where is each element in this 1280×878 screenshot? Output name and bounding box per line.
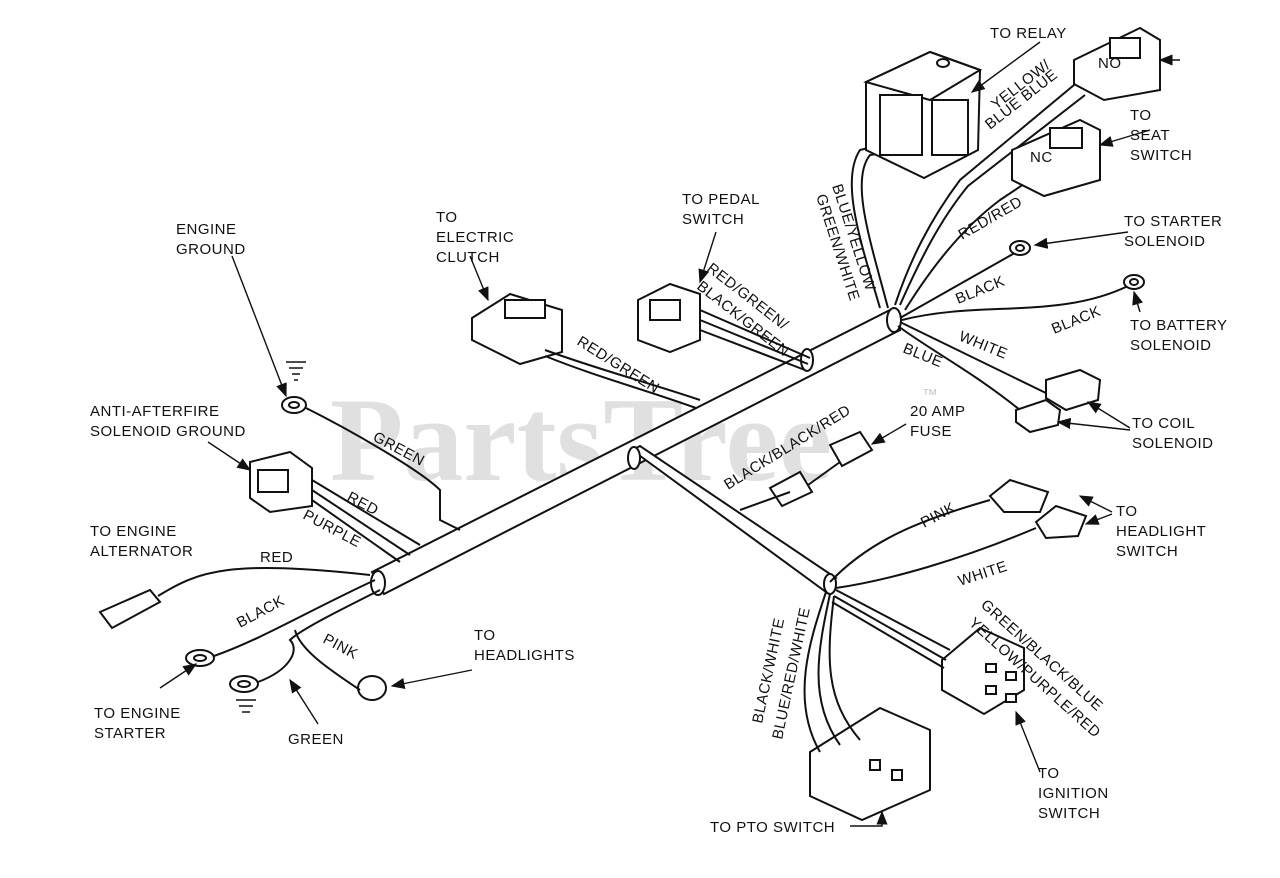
label-anti-2: SOLENOID GROUND (90, 423, 246, 440)
electric-clutch-connector (471, 292, 701, 409)
label-engine-ground-1: ENGINE (176, 221, 237, 238)
engine-ground-terminal (281, 361, 461, 531)
label-to-battery-2: SOLENOID (1130, 337, 1212, 354)
seat-switch-nc-connector: NC (1011, 118, 1101, 198)
label-to-pto: TO PTO SWITCH (710, 819, 835, 836)
relay-wires (850, 79, 1131, 411)
label-red-2: RED (260, 549, 293, 566)
label-to-ignition-3: SWITCH (1038, 805, 1100, 822)
label-to-ignition-1: TO (1038, 765, 1060, 782)
label-black-3: BLACK (234, 592, 288, 631)
label-to-starter-2: SOLENOID (1124, 233, 1206, 250)
label-seat: SEAT (1130, 127, 1170, 144)
headlight-switch-connectors (829, 478, 1088, 589)
label-white-2: WHITE (956, 558, 1010, 590)
label-to-headlights-2: HEADLIGHTS (474, 647, 575, 664)
label-to-alt-2: ALTERNATOR (90, 543, 193, 560)
ignition-switch-connector (831, 589, 1025, 716)
label-pink-2: PINK (918, 499, 959, 531)
label-pink-1: PINK (320, 631, 361, 663)
label-to-electric-1: TO (436, 209, 458, 226)
label-fuse-2: FUSE (910, 423, 952, 440)
label-to-starter-1: TO STARTER (1124, 213, 1222, 230)
label-to-pedal-1: TO PEDAL (682, 191, 760, 208)
fuse-holder (739, 430, 874, 511)
label-to-battery-1: TO BATTERY (1130, 317, 1228, 334)
label-white-1: WHITE (957, 328, 1010, 363)
battery-solenoid-terminal (1123, 274, 1145, 290)
label-to-headlight-sw-3: SWITCH (1116, 543, 1178, 560)
label-to-engine-starter-1: TO ENGINE (94, 705, 181, 722)
alternator-plug (98, 567, 371, 630)
label-to-seat: TO (1130, 107, 1152, 124)
headlight-ground-terminal (229, 589, 381, 713)
label-to-engine-starter-2: STARTER (94, 725, 166, 742)
label-to-electric-3: CLUTCH (436, 249, 500, 266)
label-to-alt-1: TO ENGINE (90, 523, 177, 540)
relay-connector (863, 50, 983, 180)
coil-solenoid-connector (1015, 368, 1102, 434)
pedal-switch-connector (637, 282, 811, 371)
label-to-headlights-1: TO (474, 627, 496, 644)
main-harness (370, 307, 902, 596)
pto-switch-connector (803, 591, 931, 822)
label-green-2: GREEN (288, 731, 344, 748)
label-engine-ground-2: GROUND (176, 241, 246, 258)
label-to-pedal-2: SWITCH (682, 211, 744, 228)
label-blue-1: BLUE (901, 340, 946, 371)
label-anti-1: ANTI-AFTERFIRE (90, 403, 220, 420)
headlights-connector (294, 629, 387, 701)
label-to-coil-2: SOLENOID (1132, 435, 1214, 452)
label-to-ignition-2: IGNITION (1038, 785, 1109, 802)
label-nc: NC (1030, 149, 1053, 166)
label-seat-switch: SWITCH (1130, 147, 1192, 164)
label-fuse-1: 20 AMP (910, 403, 966, 420)
trademark-mark: ™ (922, 387, 938, 404)
label-to-headlight-sw-2: HEADLIGHT (1116, 523, 1206, 540)
label-black-2: BLACK (1049, 303, 1103, 338)
label-to-electric-2: ELECTRIC (436, 229, 514, 246)
anti-afterfire-connector (249, 450, 421, 563)
label-black-1: BLACK (953, 273, 1007, 308)
label-red-red: RED/RED (956, 193, 1026, 243)
starter-solenoid-terminal (1009, 240, 1031, 256)
engine-starter-terminal (185, 579, 376, 667)
leader-arrows (159, 41, 1180, 827)
label-to-relay: TO RELAY (990, 25, 1067, 42)
label-to-coil-1: TO COIL (1132, 415, 1195, 432)
label-no: NO (1098, 55, 1122, 72)
label-to-headlight-sw-1: TO (1116, 503, 1138, 520)
seat-switch-no-connector: NO (1073, 26, 1161, 102)
